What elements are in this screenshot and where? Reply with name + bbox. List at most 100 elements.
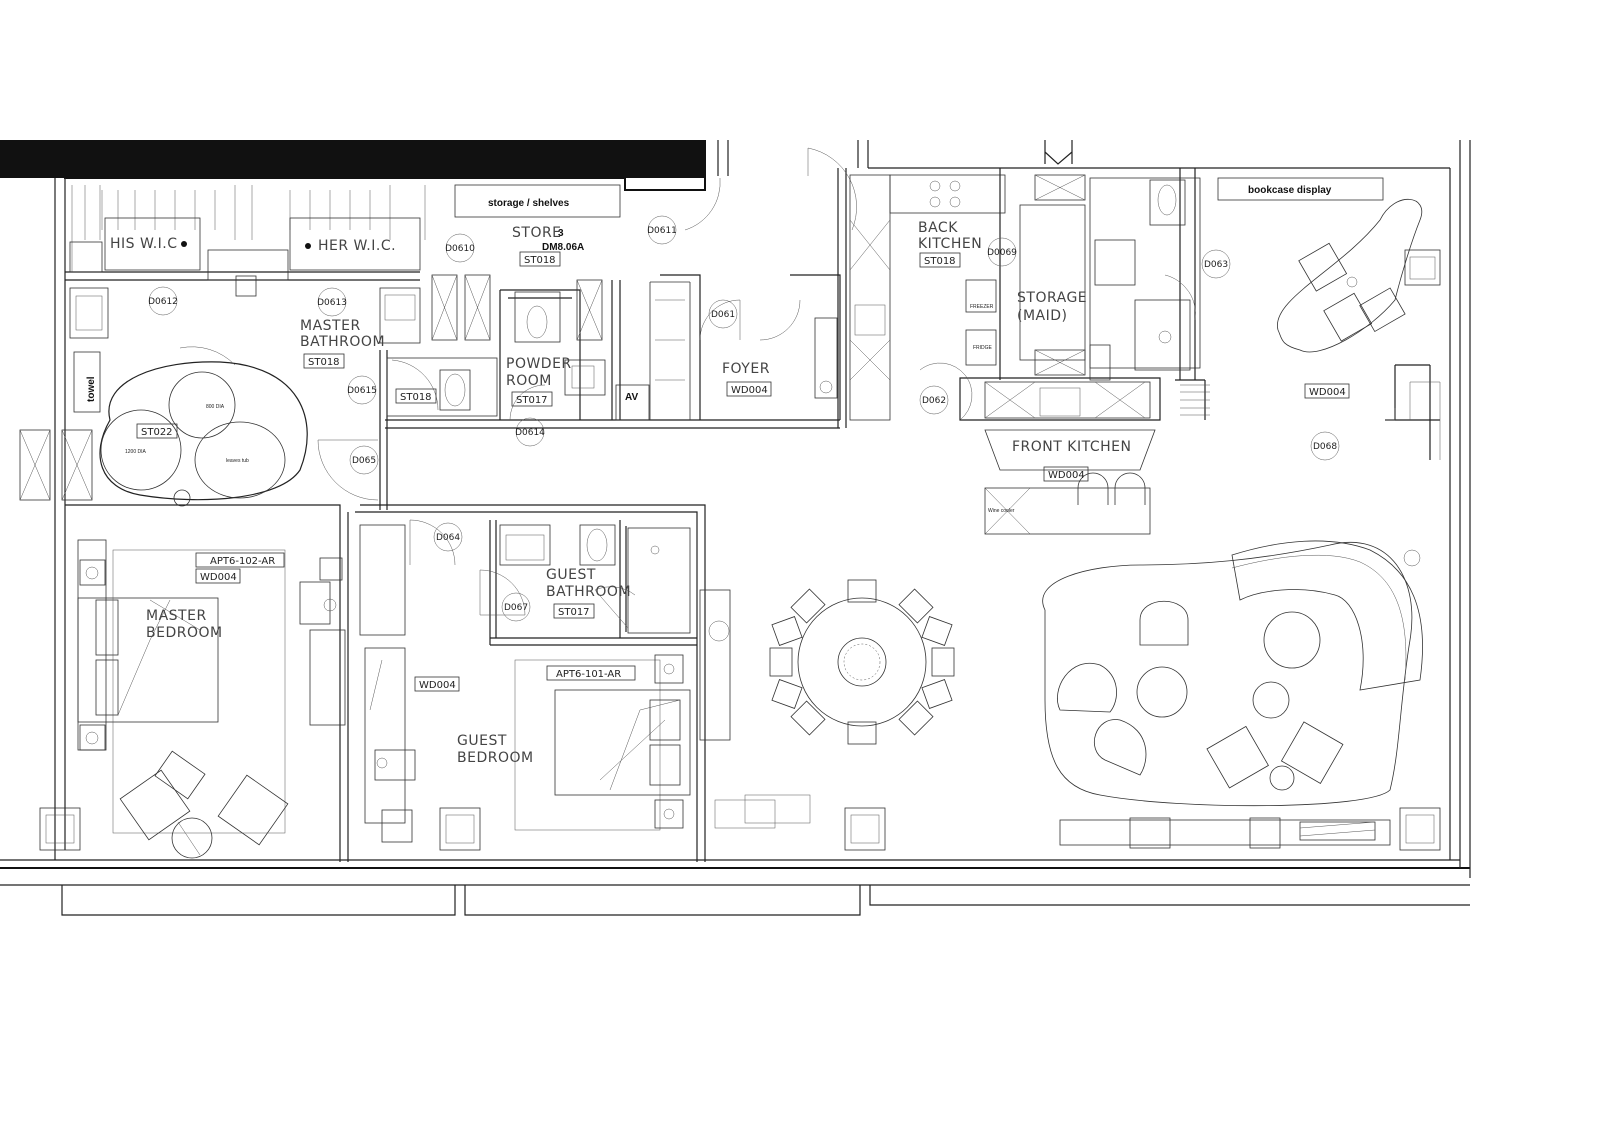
door-tag-circle <box>349 445 379 475</box>
room-label-storage-2: (MAID) <box>1017 308 1068 324</box>
note-wine: Wine cooler <box>988 508 1015 514</box>
door-tag-circle <box>148 286 178 316</box>
room-label-back-kitchen-1: BACK <box>918 220 958 236</box>
room-label-master-bed-2: BEDROOM <box>146 625 223 641</box>
door-tag-circle <box>708 299 738 329</box>
door-tag: D067 <box>501 592 531 622</box>
door-tag: D061 <box>708 299 738 329</box>
door-tag-circle <box>1310 431 1340 461</box>
door-tag: D0612 <box>148 286 178 316</box>
tag-st018-wc: ST018 <box>400 392 432 403</box>
tag-st017-powder: ST017 <box>516 395 548 406</box>
door-tag-label: D0612 <box>148 297 178 307</box>
tag-wd-guest: WD004 <box>419 680 456 691</box>
door-tag-label: D0615 <box>347 386 377 396</box>
room-label-guest-bath-1: GUEST <box>546 567 596 583</box>
note-dm-num: 3 <box>558 228 564 239</box>
back-kitchen-fixtures <box>849 174 1006 421</box>
maid-bath-fixtures <box>1089 177 1210 416</box>
door-tag: D068 <box>1310 431 1340 461</box>
tag-wd-front-kitchen: WD004 <box>1048 470 1085 481</box>
north-wall-solid <box>0 140 705 178</box>
room-label-storage-1: STORAGE <box>1017 290 1087 306</box>
tag-apt-guest: APT6-101-AR <box>556 669 621 680</box>
room-label-her-wic: HER W.I.C. <box>318 238 396 254</box>
maid-storage-fixtures <box>1019 174 1111 381</box>
room-label-guest-bed-2: BEDROOM <box>457 750 534 766</box>
door-tag-circle <box>317 287 347 317</box>
door-tag-circle <box>987 237 1017 267</box>
door-tag-label: D065 <box>352 456 376 466</box>
tag-wd-foyer: WD004 <box>731 385 768 396</box>
door-tag-circle <box>347 375 377 405</box>
door-tag: D0611 <box>647 215 677 245</box>
interior-walls <box>65 168 1440 862</box>
tag-st022: ST022 <box>141 427 173 438</box>
door-tag-label: D0611 <box>647 226 677 236</box>
door-tag-label: D068 <box>1313 442 1337 452</box>
note-dm: DM8.06A <box>542 242 584 253</box>
door-tag: D0610 <box>445 233 475 263</box>
door-tag: D0069 <box>987 237 1017 267</box>
room-label-powder-2: ROOM <box>506 373 552 389</box>
living-area <box>1042 540 1441 851</box>
tag-apt-master: APT6-102-AR <box>210 556 275 567</box>
door-tag-label: D0613 <box>317 298 347 308</box>
note-towel: towel <box>86 376 97 402</box>
tag-st017-guest: ST017 <box>558 607 590 618</box>
master-bathroom-fixtures <box>19 274 498 507</box>
door-tag-circle <box>647 215 677 245</box>
room-label-guest-bed-1: GUEST <box>457 733 507 749</box>
plan-notes: storage / shelves bookcase display DM8.0… <box>86 185 1332 514</box>
room-label-guest-bath-2: BATHROOM <box>546 584 631 600</box>
door-tag: D065 <box>349 445 379 475</box>
door-tag: D0615 <box>347 375 377 405</box>
note-bookcase: bookcase display <box>1248 185 1332 196</box>
guest-bathroom-fixtures <box>479 524 691 634</box>
bathtub <box>99 361 308 501</box>
door-tag-label: D0610 <box>445 244 475 254</box>
note-tub-1200: 1200 DIA <box>125 449 147 455</box>
door-tag-circle <box>433 522 463 552</box>
tag-st018-kitchen: ST018 <box>924 256 956 267</box>
room-labels: HIS W.I.C HER W.I.C. STORE MASTER BATHRO… <box>110 220 1131 766</box>
door-tag-circle <box>919 385 949 415</box>
door-tag-circle <box>1201 249 1231 279</box>
spec-tags: ST018 ST018 ST018 ST018 ST017 ST017 ST02… <box>136 251 1350 692</box>
note-storage-shelves: storage / shelves <box>488 198 570 209</box>
walk-in-closets <box>69 184 621 297</box>
tag-st018-store: ST018 <box>524 255 556 266</box>
note-freezer: FREEZER <box>970 304 994 310</box>
guest-bedroom-fixtures <box>359 519 731 851</box>
note-tub-800: 800 DIA <box>206 404 225 410</box>
room-label-his-wic: HIS W.I.C <box>110 236 178 252</box>
powder-room-fixtures <box>509 279 650 421</box>
door-tag: D064 <box>433 522 463 552</box>
room-label-master-bath-2: BATHROOM <box>300 334 385 350</box>
note-av: AV <box>625 392 638 403</box>
room-label-master-bed-1: MASTER <box>146 608 207 624</box>
note-fridge: FRIDGE <box>973 345 993 351</box>
door-tag-circle <box>445 233 475 263</box>
door-tag-label: D062 <box>922 396 946 406</box>
study-fixtures <box>1217 177 1441 460</box>
door-tag-circle <box>515 417 545 447</box>
door-tag-label: D063 <box>1204 260 1228 270</box>
foyer-fixtures <box>649 147 857 420</box>
door-tag-label: D064 <box>436 533 460 543</box>
door-tag-label: D0614 <box>515 428 545 438</box>
door-tag-label: D061 <box>711 310 735 320</box>
room-label-back-kitchen-2: KITCHEN <box>918 236 982 252</box>
door-tag: D0614 <box>515 417 545 447</box>
note-tub-label: leaves tub <box>226 458 249 464</box>
door-tag: D062 <box>919 385 949 415</box>
master-bedroom-fixtures <box>39 539 346 859</box>
room-label-powder-1: POWDER <box>506 356 572 372</box>
door-tag-label: D0069 <box>987 248 1017 258</box>
room-label-front-kitchen: FRONT KITCHEN <box>1012 439 1131 455</box>
tag-st018-master: ST018 <box>308 357 340 368</box>
door-tag: D0613 <box>317 287 347 317</box>
dining-table <box>714 579 955 851</box>
